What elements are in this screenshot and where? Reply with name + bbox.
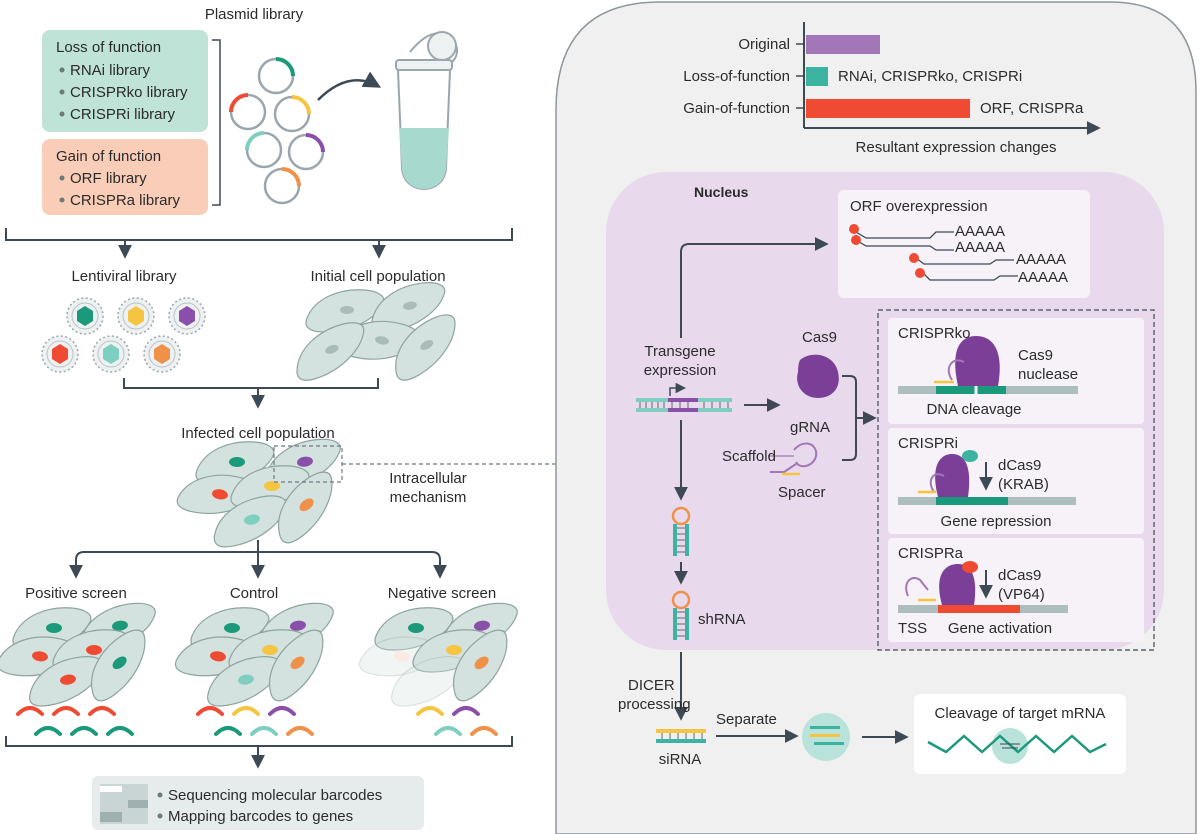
shrna-hairpin-top — [671, 506, 691, 556]
cleavage-label: Cleavage of target mRNA — [935, 705, 1106, 722]
dicer-label: DICER — [628, 677, 675, 694]
shrna-hairpin — [671, 590, 691, 640]
row-label: Loss-of-function — [683, 68, 790, 85]
negative-screen-label: Negative screen — [388, 585, 496, 602]
shrna-label: shRNA — [698, 611, 746, 628]
spacer-label: Spacer — [778, 484, 826, 501]
infected-cell-population — [175, 435, 350, 551]
crisprko-panel — [888, 318, 1144, 424]
negative-screen-cells — [357, 599, 525, 710]
sequencing-gel-icon — [100, 784, 148, 824]
control-label: Control — [230, 585, 278, 602]
polya: AAAAA — [1016, 251, 1066, 268]
mrna-strands — [855, 231, 1018, 281]
gof-title: Gain of function — [56, 148, 161, 165]
crisprko-enzyme: nuclease — [1018, 366, 1078, 383]
lof-item: RNAi library — [70, 62, 151, 79]
lof-item: CRISPRi library — [70, 106, 176, 123]
cas9-protein — [797, 354, 839, 398]
separate-label: Separate — [716, 711, 777, 728]
crispra-panel — [888, 538, 1144, 642]
cas9-label: Cas9 — [802, 329, 837, 346]
tube-icon — [395, 31, 459, 190]
row-label: Gain-of-function — [683, 100, 790, 117]
gain-of-function-box — [42, 139, 208, 215]
tss-label: TSS — [898, 620, 927, 637]
crispri-title: CRISPRi — [898, 435, 958, 452]
initial-cell-population — [285, 278, 471, 386]
positive-screen-label: Positive screen — [25, 585, 127, 602]
orf-box — [838, 190, 1090, 298]
expression-chart: Original Loss-of-function Gain-of-functi… — [683, 22, 1101, 156]
crispra-caption: Gene activation — [948, 620, 1052, 637]
bar-loss-of-function — [806, 67, 828, 86]
polya: AAAAA — [1018, 269, 1068, 286]
sirna-duplex — [656, 729, 706, 743]
axis-label: Resultant expression changes — [856, 139, 1057, 156]
scaffold-label: Scaffold — [722, 448, 776, 465]
crisprko-caption: DNA cleavage — [926, 401, 1021, 418]
crispri-enzyme: dCas9 — [998, 457, 1041, 474]
bar-label: ORF, CRISPRa — [980, 100, 1084, 117]
crispri-caption: Gene repression — [941, 513, 1052, 530]
grna-scaffold — [793, 442, 818, 468]
risc-complex — [802, 713, 850, 761]
grna-label: gRNA — [790, 419, 830, 436]
target-mrna — [927, 734, 1107, 754]
polya: AAAAA — [955, 223, 1005, 240]
gof-item: ORF library — [70, 170, 147, 187]
sirna-label: siRNA — [659, 751, 702, 768]
crisprko-enzyme: Cas9 — [1018, 347, 1053, 364]
gof-item: CRISPRa library — [70, 192, 181, 209]
row-label: Original — [738, 36, 790, 53]
transgene-label: expression — [644, 362, 717, 379]
bar-gain-of-function — [806, 99, 970, 118]
bar-label: RNAi, CRISPRko, CRISPRi — [838, 68, 1022, 85]
barcode-arcs — [16, 706, 498, 736]
plasmid-circles — [229, 57, 325, 205]
crispra-enzyme: (VP64) — [998, 586, 1045, 603]
intracellular-label: Intracellular — [389, 470, 467, 487]
nucleus-title: Nucleus — [694, 184, 749, 200]
control-cells — [173, 599, 341, 710]
plasmid-library-title: Plasmid library — [205, 6, 304, 23]
crisprko-title: CRISPRko — [898, 325, 971, 342]
crispri-enzyme: (KRAB) — [998, 476, 1049, 493]
sequencing-box — [92, 776, 424, 830]
dna-transgene — [636, 382, 732, 412]
processing-label: processing — [618, 696, 691, 713]
bar-original — [806, 35, 880, 54]
crispr-mechanisms-box — [877, 309, 1155, 651]
lentiviral-label: Lentiviral library — [71, 268, 177, 285]
sequencing-line: Sequencing molecular barcodes — [168, 787, 382, 804]
mapping-line: Mapping barcodes to genes — [168, 808, 353, 825]
loss-of-function-box — [42, 30, 208, 132]
lentivirus-particles — [41, 297, 206, 373]
polya: AAAAA — [955, 239, 1005, 256]
initial-cells-label: Initial cell population — [310, 268, 445, 285]
crispra-title: CRISPRa — [898, 545, 964, 562]
orf-title: ORF overexpression — [850, 198, 988, 215]
transgene-label: Transgene — [644, 343, 715, 360]
mechanism-label: mechanism — [390, 489, 467, 506]
crispra-enzyme: dCas9 — [998, 567, 1041, 584]
infected-label: Infected cell population — [181, 425, 334, 442]
lof-item: CRISPRko library — [70, 84, 188, 101]
positive-screen-cells — [0, 599, 163, 710]
lof-title: Loss of function — [56, 39, 161, 56]
